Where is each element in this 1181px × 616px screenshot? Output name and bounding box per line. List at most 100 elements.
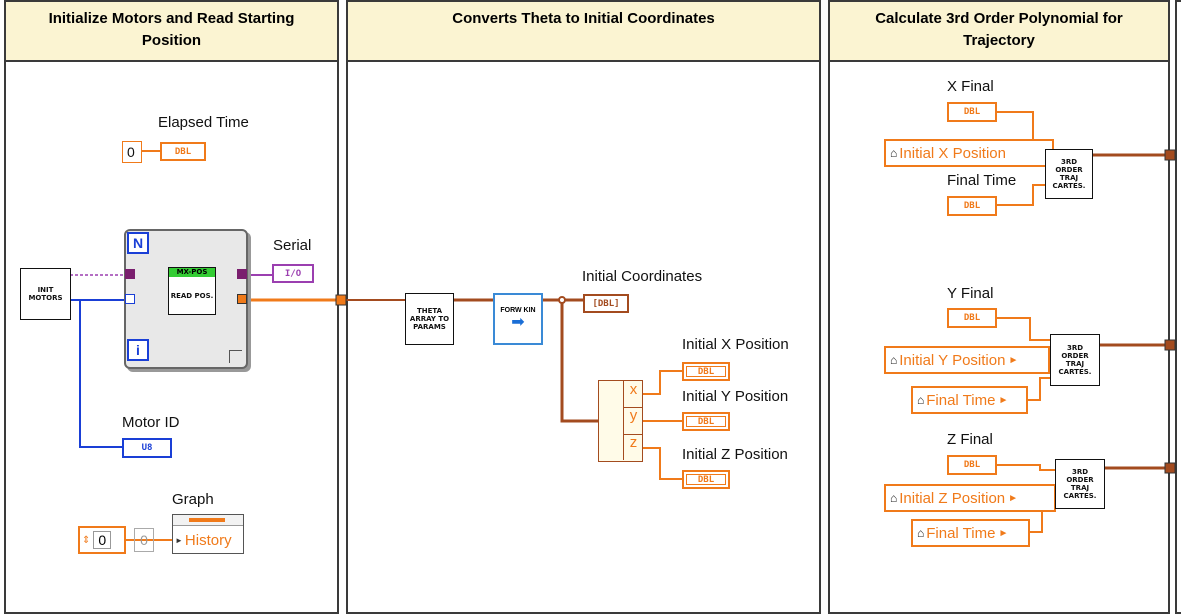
elapsed-time-constant[interactable]: 0 bbox=[122, 141, 142, 163]
graph-node-header bbox=[173, 515, 243, 526]
initial-x-position-local[interactable]: ⌂ Initial X Position bbox=[884, 139, 1054, 167]
wire-x bbox=[643, 370, 682, 395]
wire-z bbox=[643, 447, 682, 480]
wire-ytime bbox=[1028, 377, 1050, 401]
property-arrow-icon: ► bbox=[175, 535, 183, 545]
dbl-tag: DBL bbox=[174, 146, 192, 157]
motor-id-label: Motor ID bbox=[122, 414, 180, 431]
frame-title-2: Converts Theta to Initial Coordinates bbox=[348, 2, 819, 62]
elapsed-time-label: Elapsed Time bbox=[158, 114, 249, 131]
local-variable-icon: ⌂ bbox=[917, 393, 925, 407]
history-property[interactable]: ► History bbox=[173, 526, 243, 554]
dbl-tag: DBL bbox=[697, 474, 715, 485]
y-final-time-prop-label: Final Time bbox=[926, 391, 996, 409]
wire-junction bbox=[558, 296, 566, 304]
wire-zfinal bbox=[997, 464, 1055, 471]
frame-next bbox=[1175, 0, 1181, 614]
y-final-time-local[interactable]: ⌂ Final Time ► bbox=[911, 386, 1028, 414]
wire-motor-id bbox=[79, 300, 122, 448]
forward-kinematics-subvi[interactable]: FORW KIN ➡ bbox=[493, 293, 543, 345]
loop-resize-corner-icon bbox=[229, 350, 242, 363]
graph-index-box: 0 bbox=[134, 528, 154, 552]
property-arrow-icon: ► bbox=[998, 394, 1009, 406]
graph-numeric-control[interactable]: ⇕ 0 bbox=[78, 526, 126, 554]
local-variable-icon: ⌂ bbox=[890, 146, 898, 160]
initial-z-position-local[interactable]: ⌂ Initial Z Position ► bbox=[884, 484, 1056, 512]
graph-property-node[interactable]: ► History bbox=[172, 514, 244, 554]
initial-x-prop-label: Initial X Position bbox=[899, 144, 1006, 162]
motor-id-u8-indicator[interactable]: U8 bbox=[122, 438, 172, 458]
dbl-tag: DBL bbox=[963, 460, 981, 470]
u8-tag: U8 bbox=[141, 443, 153, 453]
property-arrow-icon: ► bbox=[1008, 354, 1019, 366]
traj-subvi-x[interactable]: 3RD ORDER TRAJ CARTES. bbox=[1045, 149, 1093, 199]
x-final-control[interactable]: DBL bbox=[947, 102, 997, 122]
unbundle-x: x bbox=[623, 381, 643, 408]
x-final-time-control[interactable]: DBL bbox=[947, 196, 997, 216]
tunnel-y bbox=[1164, 339, 1176, 351]
dbl-tag: DBL bbox=[697, 416, 715, 427]
initial-coordinates-indicator[interactable]: [DBL] bbox=[583, 294, 629, 313]
graph-constant: 0 bbox=[93, 531, 112, 549]
initial-z-prop-label: Initial Z Position bbox=[899, 489, 1006, 507]
serial-label: Serial bbox=[273, 237, 312, 254]
traj-subvi-z[interactable]: 3RD ORDER TRAJ CARTES. bbox=[1055, 459, 1105, 509]
tunnel-dbl-out bbox=[237, 294, 247, 304]
x-final-label: X Final bbox=[947, 78, 994, 95]
for-loop[interactable]: N i MX-POS READ POS. bbox=[124, 229, 248, 369]
y-final-label: Y Final bbox=[947, 285, 994, 302]
dbl-tag: DBL bbox=[963, 107, 981, 117]
tunnel-x bbox=[1164, 149, 1176, 161]
z-final-label: Z Final bbox=[947, 431, 993, 448]
loop-iteration-terminal: i bbox=[127, 339, 149, 361]
unbundle-node[interactable]: x y z bbox=[598, 380, 643, 462]
elapsed-time-dbl-indicator[interactable]: DBL bbox=[160, 142, 206, 161]
initial-x-position-indicator[interactable]: DBL bbox=[682, 362, 730, 381]
initial-coordinates-label: Initial Coordinates bbox=[582, 268, 703, 285]
loop-count-terminal[interactable]: N bbox=[127, 232, 149, 254]
graph-label: Graph bbox=[172, 491, 214, 508]
visa-tag: I/O bbox=[284, 268, 302, 279]
x-final-time-label: Final Time bbox=[947, 172, 1017, 189]
y-final-control[interactable]: DBL bbox=[947, 308, 997, 328]
initial-y-position-local[interactable]: ⌂ Initial Y Position ► bbox=[884, 346, 1050, 374]
initial-y-position-indicator[interactable]: DBL bbox=[682, 412, 730, 431]
shift-register-visa-out bbox=[237, 269, 247, 279]
increment-decrement-icon[interactable]: ⇕ bbox=[82, 534, 91, 546]
frame-title-1: Initialize Motors and Read Starting Posi… bbox=[6, 2, 337, 62]
z-final-time-prop-label: Final Time bbox=[926, 524, 996, 542]
tunnel-1 bbox=[335, 294, 347, 306]
z-final-time-local[interactable]: ⌂ Final Time ► bbox=[911, 519, 1030, 547]
read-pos-header: MX-POS bbox=[169, 268, 215, 277]
frame-title-3: Calculate 3rd Order Polynomial for Traje… bbox=[830, 2, 1168, 62]
tunnel-u8-in bbox=[125, 294, 135, 304]
serial-visa-indicator[interactable]: I/O bbox=[272, 264, 314, 283]
property-arrow-icon: ► bbox=[998, 527, 1009, 539]
graph-icon bbox=[189, 518, 225, 522]
initial-y-position-label: Initial Y Position bbox=[682, 388, 789, 405]
right-arrow-icon: ➡ bbox=[511, 314, 525, 331]
z-final-control[interactable]: DBL bbox=[947, 455, 997, 475]
tunnel-z bbox=[1164, 462, 1176, 474]
local-variable-icon: ⌂ bbox=[890, 491, 898, 505]
cluster-tag: [DBL] bbox=[592, 298, 620, 309]
shift-register-visa-in bbox=[125, 269, 135, 279]
unbundle-y: y bbox=[623, 407, 643, 435]
history-label: History bbox=[184, 531, 232, 549]
traj-subvi-y[interactable]: 3RD ORDER TRAJ CARTES. bbox=[1050, 334, 1100, 386]
forward-kin-label: FORW KIN bbox=[500, 307, 536, 314]
initial-z-position-label: Initial Z Position bbox=[682, 446, 788, 463]
init-motors-subvi[interactable]: INIT MOTORS bbox=[20, 268, 71, 320]
dbl-tag: DBL bbox=[963, 313, 981, 323]
local-variable-icon: ⌂ bbox=[917, 526, 925, 540]
read-pos-subvi[interactable]: MX-POS READ POS. bbox=[168, 267, 216, 315]
property-arrow-icon: ► bbox=[1008, 492, 1019, 504]
initial-x-position-label: Initial X Position bbox=[682, 336, 789, 353]
theta-array-to-params-subvi[interactable]: THETA ARRAY TO PARAMS bbox=[405, 293, 454, 345]
unbundle-z: z bbox=[623, 434, 643, 460]
wire-yfinal bbox=[997, 317, 1050, 341]
initial-z-position-indicator[interactable]: DBL bbox=[682, 470, 730, 489]
read-pos-label: READ POS. bbox=[170, 291, 214, 300]
wire-to-unbundle bbox=[560, 300, 598, 423]
